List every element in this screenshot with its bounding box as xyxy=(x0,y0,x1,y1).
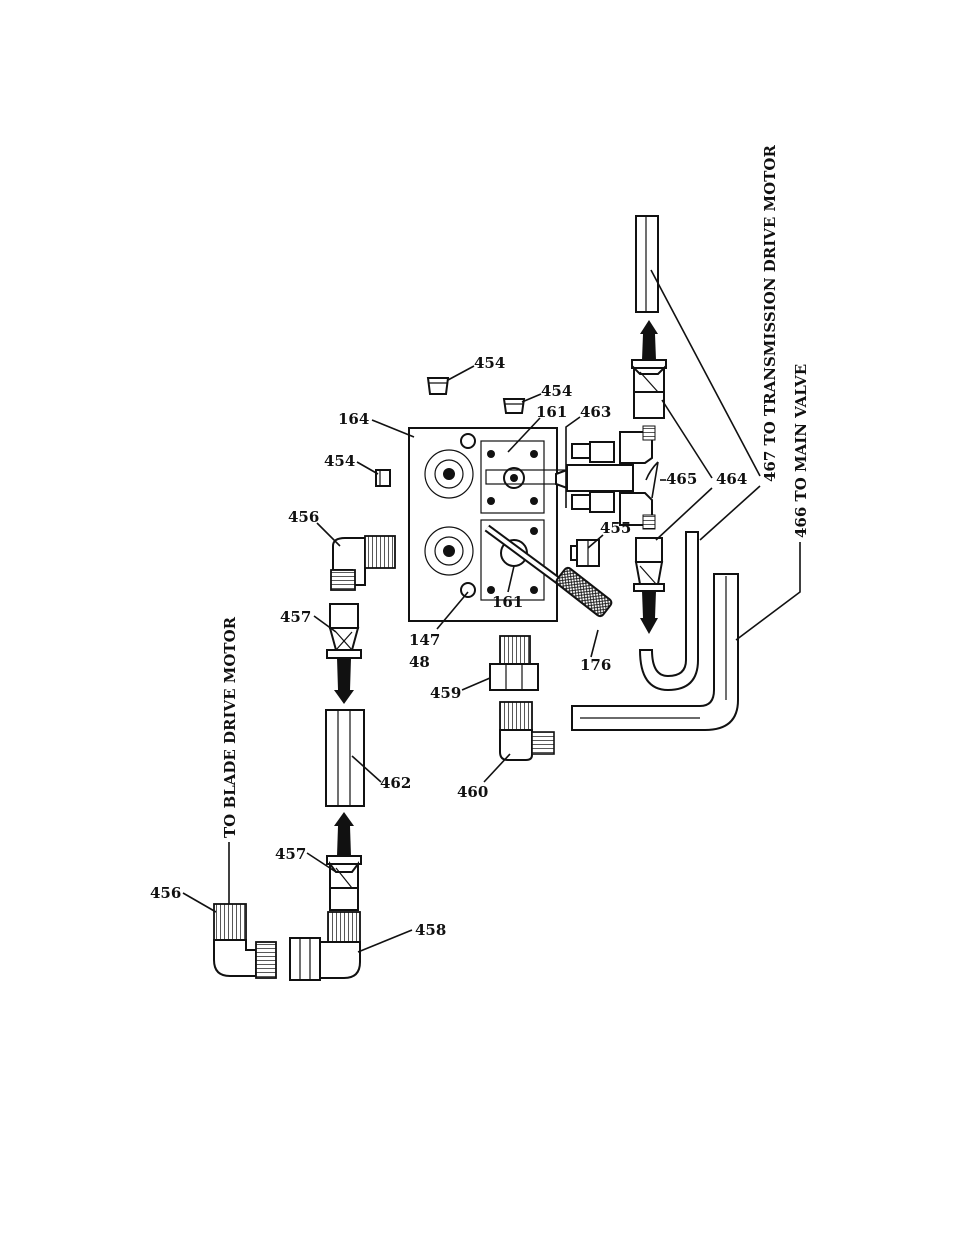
label-455: 455 xyxy=(600,519,631,537)
barb-elbow-460 xyxy=(499,701,555,761)
callout-main-valve: 466 TO MAIN VALVE xyxy=(792,364,810,538)
callout-labels: 467 TO TRANSMISSION DRIVE MOTOR 466 TO M… xyxy=(221,145,810,838)
label-458: 458 xyxy=(415,921,446,939)
elbow-458 xyxy=(289,911,361,981)
elbow-fittings-465 xyxy=(619,425,656,530)
hose-end-457-upper xyxy=(326,603,362,704)
handle-176 xyxy=(484,524,613,618)
label-462: 462 xyxy=(380,774,411,792)
hose-467 xyxy=(638,531,699,692)
plug-454-mid xyxy=(502,398,526,414)
label-164: 164 xyxy=(338,410,369,428)
label-463: 463 xyxy=(580,403,611,421)
label-456-upper: 456 xyxy=(288,508,319,526)
label-454-left: 454 xyxy=(324,452,355,470)
elbow-456-upper xyxy=(330,535,396,591)
label-457-upper: 457 xyxy=(280,608,311,626)
label-454-mid: 454 xyxy=(541,382,572,400)
part-labels: 454 454 454 164 161 463 465 464 456 455 … xyxy=(150,354,747,939)
label-454-top: 454 xyxy=(474,354,505,372)
label-459: 459 xyxy=(430,684,461,702)
label-456-lower: 456 xyxy=(150,884,181,902)
adapter-459 xyxy=(489,635,539,691)
plug-454-top xyxy=(426,377,450,395)
label-464: 464 xyxy=(716,470,747,488)
hose-end-464-lower xyxy=(633,537,665,634)
fitting-463 xyxy=(555,441,634,513)
valve-body-164 xyxy=(408,427,567,622)
callout-blade-drive-motor: TO BLADE DRIVE MOTOR xyxy=(221,616,239,838)
label-161-upper: 161 xyxy=(536,403,567,421)
label-457-lower: 457 xyxy=(275,845,306,863)
label-48: 48 xyxy=(409,653,430,671)
callout-transmission-drive-motor: 467 TO TRANSMISSION DRIVE MOTOR xyxy=(761,145,779,482)
tube-467-upper xyxy=(635,215,659,313)
label-460: 460 xyxy=(457,783,488,801)
label-161-lower: 161 xyxy=(492,593,523,611)
hose-end-457-lower xyxy=(326,812,362,911)
elbow-456-lower xyxy=(213,903,277,979)
plug-455 xyxy=(570,539,600,567)
plug-454-left xyxy=(375,469,391,487)
leader-lines xyxy=(182,269,801,953)
label-176: 176 xyxy=(580,656,611,674)
hose-462 xyxy=(325,709,365,807)
hose-466 xyxy=(571,573,739,731)
hose-end-464-upper xyxy=(631,320,667,419)
label-465: 465 xyxy=(666,470,697,488)
label-147: 147 xyxy=(409,631,440,649)
